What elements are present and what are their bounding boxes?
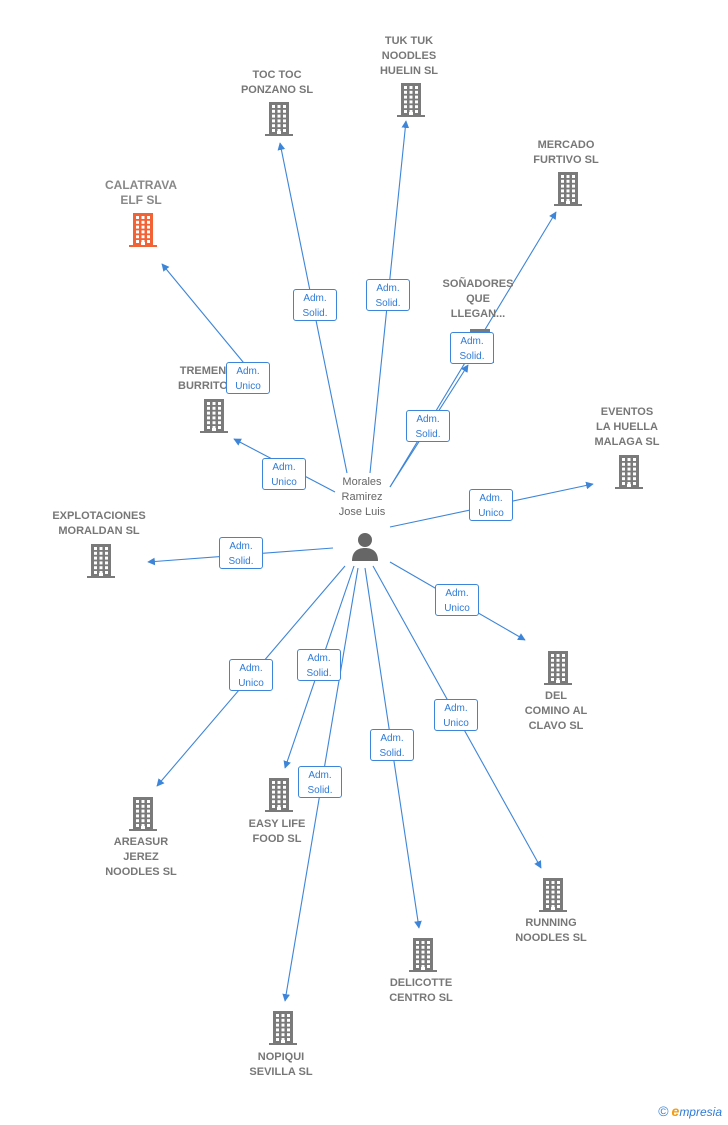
edge-label-line: Adm.: [308, 770, 332, 781]
building-icon-tuktuk[interactable]: [395, 82, 427, 118]
building-icon-toctoc[interactable]: [263, 101, 295, 137]
edge-label-line: Adm.: [229, 541, 253, 552]
edge-label-running[interactable]: Adm. Unico: [434, 699, 478, 731]
company-label-running[interactable]: RUNNING NOODLES SL: [515, 917, 587, 944]
edge-label-line: Adm.: [444, 703, 468, 714]
edge-label-line: Adm.: [236, 366, 260, 377]
edge-label-line: Unico: [443, 718, 469, 729]
building-icon-tremen[interactable]: [198, 398, 230, 434]
edge-label-toctoc[interactable]: Adm. Solid.: [293, 289, 337, 321]
edge-label-sonadores[interactable]: Adm. Solid.: [406, 410, 450, 442]
company-label-eventos[interactable]: EVENTOS LA HUELLA MALAGA SL: [594, 406, 660, 448]
edge-label-line: Adm.: [479, 493, 503, 504]
building-icon-nopiqui[interactable]: [267, 1010, 299, 1046]
edge-label-delcomino[interactable]: Adm. Unico: [435, 584, 479, 616]
edge-label-line: Solid.: [306, 668, 332, 679]
brand-logo-name: mpresia: [679, 1105, 722, 1119]
company-label-explotaciones[interactable]: EXPLOTACIONES MORALDAN SL: [52, 510, 146, 537]
brand-logo-letter: e: [671, 1103, 680, 1119]
edge-label-delicotte[interactable]: Adm. Solid.: [370, 729, 414, 761]
edge-label-line: Solid.: [302, 308, 328, 319]
edge-label-line: Adm.: [445, 588, 469, 599]
edge-label-line: Unico: [235, 381, 261, 392]
edge-label-line: Solid.: [379, 748, 405, 759]
edge-label-line: Unico: [238, 678, 264, 689]
edge-label-line: Adm.: [376, 283, 400, 294]
company-label-toctoc[interactable]: TOC TOC PONZANO SL: [240, 69, 314, 96]
building-icon-running[interactable]: [537, 877, 569, 913]
company-label-mercado[interactable]: MERCADO FURTIVO SL: [533, 139, 599, 166]
edge-calatrava: [161, 263, 249, 369]
edge-label-easylife[interactable]: Adm. Solid.: [297, 649, 341, 681]
edge-label-tuktuk[interactable]: Adm. Solid.: [366, 279, 410, 311]
edge-label-nopiqui[interactable]: Adm. Solid.: [298, 766, 342, 798]
building-icon-mercado[interactable]: [552, 171, 584, 207]
brand-watermark: © empresia: [658, 1103, 722, 1119]
edge-label-line: Solid.: [459, 351, 485, 362]
edge-label-areasur[interactable]: Adm. Unico: [229, 659, 273, 691]
building-icon-delicotte[interactable]: [407, 937, 439, 973]
brand-logo: empresia: [672, 1103, 722, 1119]
edge-label-line: Unico: [478, 508, 504, 519]
edge-label-tremen[interactable]: Adm. Unico: [262, 458, 306, 490]
building-icon-eventos[interactable]: [613, 454, 645, 490]
edge-label-line: Unico: [271, 477, 297, 488]
edge-label-line: Solid.: [415, 429, 441, 440]
edge-label-line: Adm.: [380, 733, 404, 744]
company-label-easylife[interactable]: EASY LIFE FOOD SL: [248, 818, 306, 845]
company-label-nopiqui[interactable]: NOPIQUI SEVILLA SL: [249, 1051, 313, 1078]
edge-label-calatrava[interactable]: Adm. Unico: [226, 362, 270, 394]
building-icon-explotaciones[interactable]: [85, 543, 117, 579]
edge-label-line: Adm.: [460, 336, 484, 347]
edge-label-explotaciones[interactable]: Adm. Solid.: [219, 537, 263, 569]
edge-label-line: Unico: [444, 603, 470, 614]
edge-label-line: Adm.: [272, 462, 296, 473]
edge-label-line: Solid.: [375, 298, 401, 309]
person-name[interactable]: Morales Ramirez Jose Luis: [338, 475, 386, 520]
building-icon-areasur[interactable]: [127, 796, 159, 832]
edge-label-line: Adm.: [303, 293, 327, 304]
company-label-areasur[interactable]: AREASUR JEREZ NOODLES SL: [105, 836, 177, 878]
company-label-delicotte[interactable]: DELICOTTE CENTRO SL: [389, 977, 453, 1004]
company-label-delcomino[interactable]: DEL COMINO AL CLAVO SL: [524, 690, 588, 732]
company-label-tremen[interactable]: TREMEN BURRITO: [178, 365, 228, 392]
company-label-sonadores[interactable]: SOÑADORES QUE LLEGAN...: [442, 278, 514, 320]
building-icon-delcomino[interactable]: [542, 650, 574, 686]
company-label-calatrava[interactable]: CALATRAVA ELF SL: [105, 178, 177, 207]
edge-label-eventos[interactable]: Adm. Unico: [469, 489, 513, 521]
person-icon[interactable]: [349, 530, 381, 562]
copyright-symbol: ©: [658, 1103, 669, 1119]
building-icon-calatrava[interactable]: [127, 212, 159, 248]
building-icon-easylife[interactable]: [263, 777, 295, 813]
edge-label-line: Adm.: [416, 414, 440, 425]
edge-label-line: Adm.: [239, 663, 263, 674]
company-label-tuktuk[interactable]: TUK TUK NOODLES HUELIN SL: [379, 35, 439, 77]
edge-label-line: Solid.: [307, 785, 333, 796]
edge-label-line: Solid.: [228, 556, 254, 567]
edge-label-line: Adm.: [307, 653, 331, 664]
edge-label-mercado[interactable]: Adm. Solid.: [450, 332, 494, 364]
